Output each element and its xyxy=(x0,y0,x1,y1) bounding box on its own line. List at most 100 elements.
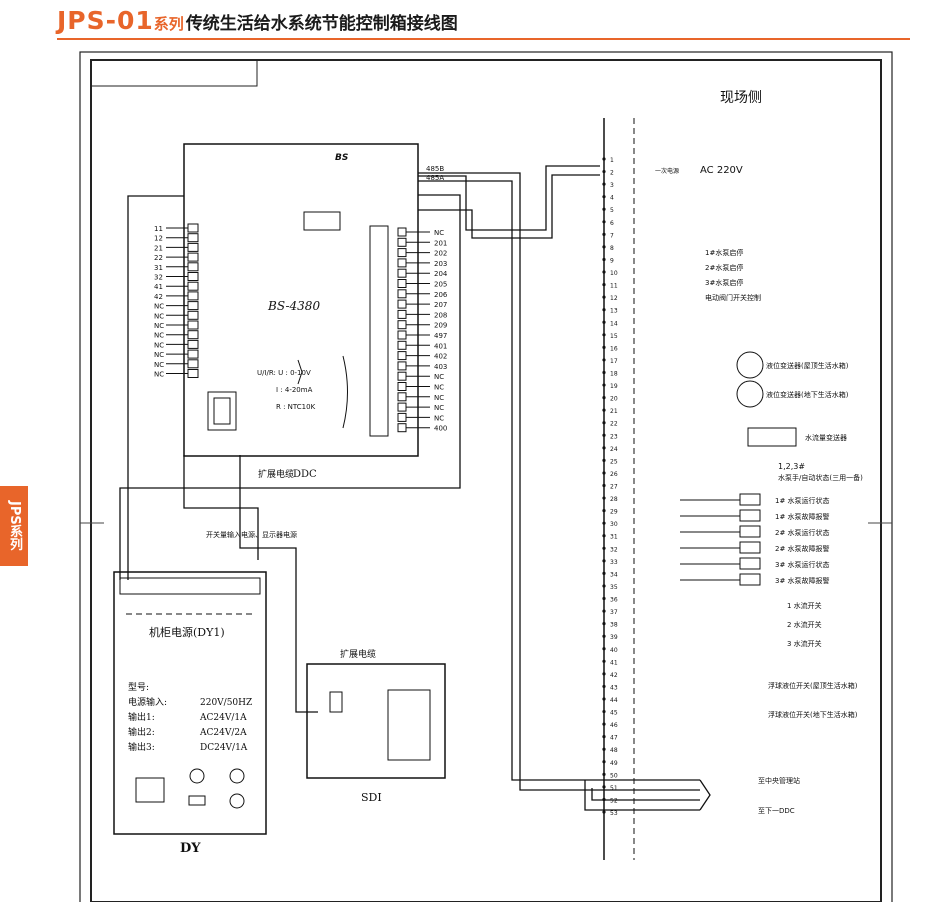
field-terminal xyxy=(602,659,606,663)
field-terminal-label: 21 xyxy=(610,408,618,415)
ddc-right-terminal xyxy=(397,361,407,371)
field-terminal-label: 25 xyxy=(610,458,618,465)
field-power-supply: AC 220V xyxy=(700,165,743,176)
ddc-right-terminal xyxy=(397,330,407,340)
ddc-right-terminal-label: 209 xyxy=(434,322,447,330)
ddc-left-terminal xyxy=(187,233,199,243)
field-terminal xyxy=(602,358,606,362)
field-terminal xyxy=(602,697,606,701)
ddc-left-terminal-label: NC xyxy=(154,371,164,379)
field-terminal xyxy=(602,169,606,174)
ddc-right-terminal-label: 497 xyxy=(434,332,447,340)
ddc-right-terminal xyxy=(397,371,407,381)
field-terminal-label: 51 xyxy=(610,785,618,792)
field-terminal-label: 35 xyxy=(610,584,618,591)
field-terminal-label: 20 xyxy=(610,396,618,403)
field-terminal xyxy=(602,270,606,274)
status-box xyxy=(739,509,761,522)
field-terminal xyxy=(602,496,606,500)
switch-item-2: 3 水流开关 xyxy=(787,639,822,648)
ddc-left-terminal-label: 11 xyxy=(154,225,163,233)
ddc-right-terminal xyxy=(397,423,407,433)
ddc-right-terminal xyxy=(397,402,407,412)
ddc-left-terminal-label: 31 xyxy=(154,264,163,272)
ddc-right-terminal-label: 401 xyxy=(434,342,447,350)
field-terminal-label: 39 xyxy=(610,634,618,641)
field-terminal-label: 19 xyxy=(610,383,618,390)
field-terminal xyxy=(602,295,606,299)
field-terminal xyxy=(602,634,606,638)
field-terminal xyxy=(602,622,606,626)
ddc-spec-0: U/I/R: U : 0-10V xyxy=(257,369,311,377)
ddc-left-terminal-label: 42 xyxy=(154,293,163,301)
power-title: 机柜电源(DY1) xyxy=(149,625,225,639)
ddc-right-terminal xyxy=(397,412,407,422)
field-terminal xyxy=(602,282,606,287)
field-terminal-label: 12 xyxy=(610,295,618,302)
field-terminal xyxy=(602,534,606,538)
title-model: JPS-01 xyxy=(57,6,154,35)
ddc-right-terminal-label: 207 xyxy=(434,301,447,309)
ddc-left-terminal xyxy=(187,310,199,320)
ddc-right-terminal xyxy=(397,392,407,402)
field-terminal xyxy=(602,722,606,726)
ddc-right-terminal xyxy=(397,279,407,288)
ddc-left-terminal xyxy=(187,223,199,233)
ddc-left-terminal-label: NC xyxy=(154,312,164,320)
sdi-expansion-label: 扩展电缆 xyxy=(340,648,376,660)
field-terminal-label: 14 xyxy=(610,320,618,327)
power-spec-4-label: 输出3: xyxy=(128,741,155,753)
field-terminal-label: 33 xyxy=(610,559,618,566)
sensor-label-1: 液位变送器(地下生活水箱) xyxy=(766,390,849,399)
power-spec-3-label: 输出2: xyxy=(128,726,155,738)
status-header: 1,2,3# xyxy=(778,462,805,471)
field-terminal xyxy=(602,797,606,802)
ddc-left-terminal-label: NC xyxy=(154,361,164,369)
sensor-label-0: 液位变送器(屋顶生活水箱) xyxy=(766,361,849,370)
field-terminal-label: 2 xyxy=(610,170,614,177)
field-terminal-label: 6 xyxy=(610,220,614,227)
field-terminal xyxy=(602,257,606,262)
ddc-right-terminal-label: 400 xyxy=(434,425,447,433)
field-terminal-label: 15 xyxy=(610,333,618,340)
ddc-right-terminal-label: NC xyxy=(434,384,444,392)
field-terminal-label: 18 xyxy=(610,370,618,377)
ddc-right-terminal-label: 203 xyxy=(434,260,447,268)
field-terminal xyxy=(602,546,606,550)
power-spec-0: 型号: xyxy=(128,682,149,693)
ddc-right-terminal-label: 202 xyxy=(434,250,447,258)
ddc-left-terminal-label: NC xyxy=(154,322,164,330)
power-supply: 机柜电源(DY1) 型号: 电源输入: 220V/50HZ 输出1: AC24V… xyxy=(113,530,297,856)
ddc-comm-485b: 485B xyxy=(426,165,444,173)
ddc-caption: DDC xyxy=(293,469,317,480)
status-item: 1# 水泵故障报警 xyxy=(775,512,830,521)
field-terminal-label: 1 xyxy=(610,157,614,164)
field-terminal-label: 23 xyxy=(610,433,618,440)
power-spec-2-label: 输出1: xyxy=(128,711,155,723)
ddc-right-terminal-label: 402 xyxy=(434,353,447,361)
ddc-left-terminal-label: NC xyxy=(154,341,164,349)
ddc-right-terminal xyxy=(397,299,407,309)
ddc-right-terminal xyxy=(397,258,407,268)
ddc-right-terminal xyxy=(397,382,407,391)
ddc-spec-1: I : 4-20mA xyxy=(276,386,313,394)
field-terminal xyxy=(602,157,606,161)
field-terminal-label: 26 xyxy=(610,471,618,478)
title-series: 系列 xyxy=(153,15,184,33)
title-rule xyxy=(57,38,910,40)
field-terminal-label: 45 xyxy=(610,710,618,717)
power-caption: DY xyxy=(180,841,201,856)
field-terminal xyxy=(602,471,606,475)
field-terminal xyxy=(602,684,606,689)
field-terminal xyxy=(602,421,606,425)
ddc-right-terminal xyxy=(397,237,407,247)
ddc-expansion-label: 扩展电缆 xyxy=(258,468,294,480)
field-terminal-label: 49 xyxy=(610,760,618,767)
field-terminal-label: 3 xyxy=(610,182,614,189)
ddc-left-terminal xyxy=(187,339,199,349)
ddc-right-terminal xyxy=(397,320,407,330)
status-box xyxy=(739,525,761,538)
inner-frame xyxy=(90,59,882,902)
